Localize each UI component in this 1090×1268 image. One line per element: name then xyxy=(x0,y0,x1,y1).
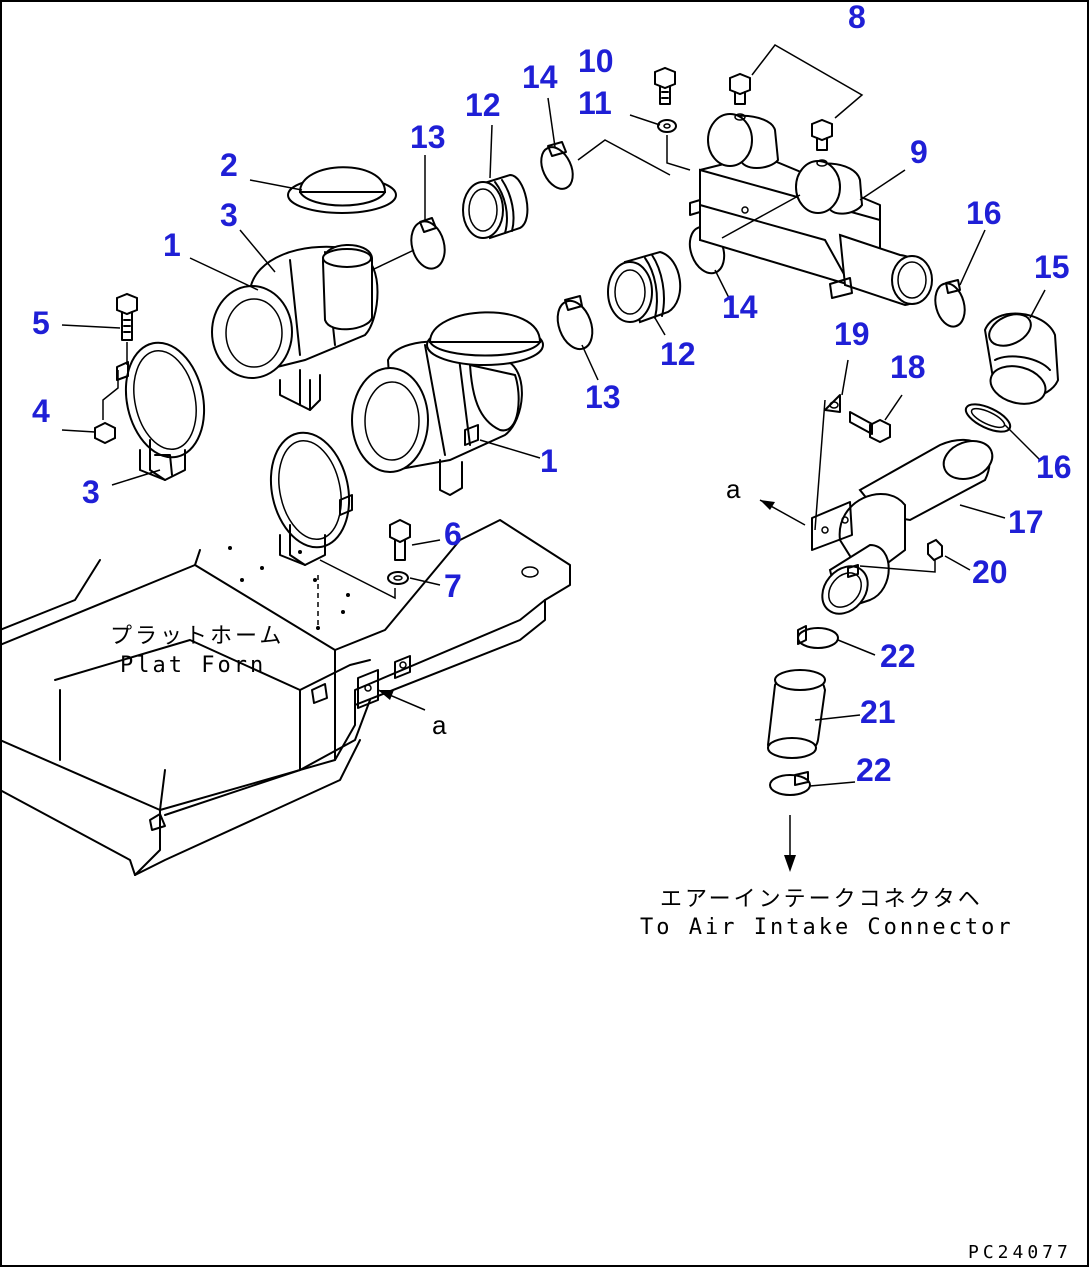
callout-3: 3 xyxy=(220,197,238,233)
callout-3: 3 xyxy=(82,474,100,510)
platform-drawing: プラットホーム Plat Forn xyxy=(0,519,571,876)
clamp-item-13-lower xyxy=(556,295,594,351)
callout-22: 22 xyxy=(880,638,916,674)
hose-item-12-lower xyxy=(607,250,682,324)
drawing-code: PC24077 xyxy=(968,1242,1072,1263)
callout-11: 11 xyxy=(578,85,612,121)
callout-19: 19 xyxy=(834,316,870,352)
callout-14: 14 xyxy=(722,289,758,325)
callout-6: 6 xyxy=(444,516,462,552)
marker-a-lower: a xyxy=(432,710,447,740)
bolt-item-18 xyxy=(849,411,891,444)
bolt-item-10 xyxy=(654,66,676,105)
elbow-item-15 xyxy=(983,312,1060,405)
callout-1: 1 xyxy=(540,443,558,479)
callout-14: 14 xyxy=(522,59,558,95)
air-cleaner-lower xyxy=(351,311,544,496)
clamp-item-13-upper xyxy=(371,217,446,271)
nut-item-4 xyxy=(94,370,119,445)
bolt-item-6 xyxy=(389,518,411,561)
callout-20: 20 xyxy=(972,554,1008,590)
callout-18: 18 xyxy=(890,349,926,385)
platform-label-en: Plat Forn xyxy=(120,653,266,678)
leader-lines xyxy=(61,97,1046,787)
arrow-to-intake xyxy=(784,815,796,872)
pipe-item-17 xyxy=(811,439,994,615)
callout-13: 13 xyxy=(410,119,446,155)
air-cleaner-upper xyxy=(211,244,379,411)
callout-labels: 8 10 14 12 11 13 2 9 3 16 1 15 14 5 12 19 18 13 4 1 16 3 17 6 20… xyxy=(32,0,1072,788)
callout-2: 2 xyxy=(220,147,238,183)
platform-label-jp: プラットホーム xyxy=(110,624,284,649)
callout-1: 1 xyxy=(163,227,181,263)
callout-16: 16 xyxy=(966,195,1002,231)
cap-item-2 xyxy=(287,166,397,214)
washer-item-11 xyxy=(657,119,691,171)
callout-8: 8 xyxy=(848,0,866,35)
callout-15: 15 xyxy=(1034,249,1070,285)
marker-a-lower-arrow xyxy=(377,689,426,711)
bolt-item-5 xyxy=(116,292,138,365)
band-item-3-left xyxy=(116,341,206,481)
callout-13: 13 xyxy=(585,379,621,415)
callout-7: 7 xyxy=(444,568,462,604)
callout-12: 12 xyxy=(465,87,501,123)
washer-item-7 xyxy=(317,559,409,630)
hose-item-12-upper xyxy=(462,173,529,240)
callout-21: 21 xyxy=(860,694,896,730)
callout-5: 5 xyxy=(32,305,50,341)
clamp-item-22-upper xyxy=(797,625,839,649)
band-item-3-lower xyxy=(269,431,353,566)
callout-22: 22 xyxy=(856,752,892,788)
stud-item-8 xyxy=(729,44,864,151)
clamp-item-14-upper xyxy=(540,141,574,190)
hose-item-21 xyxy=(766,669,827,759)
callout-10: 10 xyxy=(578,43,614,79)
callout-17: 17 xyxy=(1008,504,1044,540)
callout-12: 12 xyxy=(660,336,696,372)
marker-a-upper-arrow xyxy=(759,499,806,526)
callout-9: 9 xyxy=(910,134,928,170)
clamp-item-16-upper xyxy=(934,279,966,328)
callout-16: 16 xyxy=(1036,449,1072,485)
marker-a-upper: a xyxy=(726,474,741,504)
pipe-header-item-9 xyxy=(577,113,933,307)
clamp-item-16-lower xyxy=(964,403,1012,433)
plate-item-19 xyxy=(814,394,841,531)
clamp-item-22-lower xyxy=(769,771,811,796)
callout-4: 4 xyxy=(32,393,50,429)
intake-label-jp: エアーインテークコネクタヘ xyxy=(660,887,983,912)
intake-label-en: To Air Intake Connector xyxy=(640,915,1014,940)
fitting-item-20 xyxy=(859,538,943,573)
